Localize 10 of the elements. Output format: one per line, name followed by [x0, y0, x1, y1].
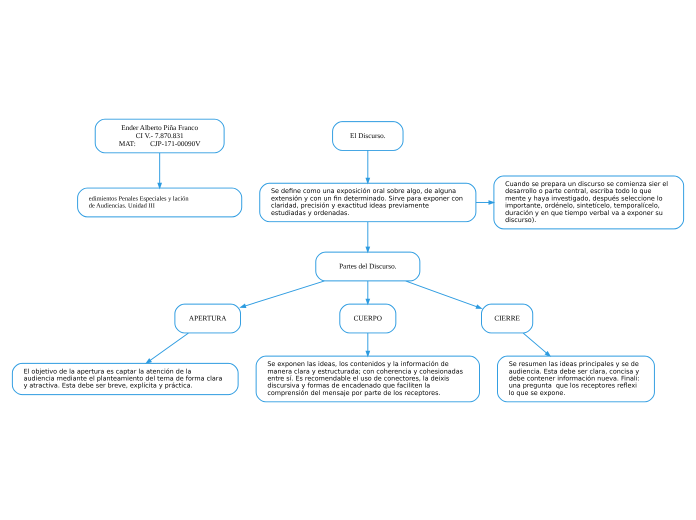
- arrow: [145, 332, 190, 364]
- arrow: [239, 280, 325, 308]
- arrow: [475, 200, 496, 204]
- arrow: [365, 150, 370, 184]
- arrow: [522, 332, 552, 357]
- arrow: [157, 152, 162, 189]
- arrow: [405, 280, 483, 308]
- arrow: [365, 280, 370, 305]
- arrow: [365, 332, 370, 358]
- arrow: [365, 221, 370, 253]
